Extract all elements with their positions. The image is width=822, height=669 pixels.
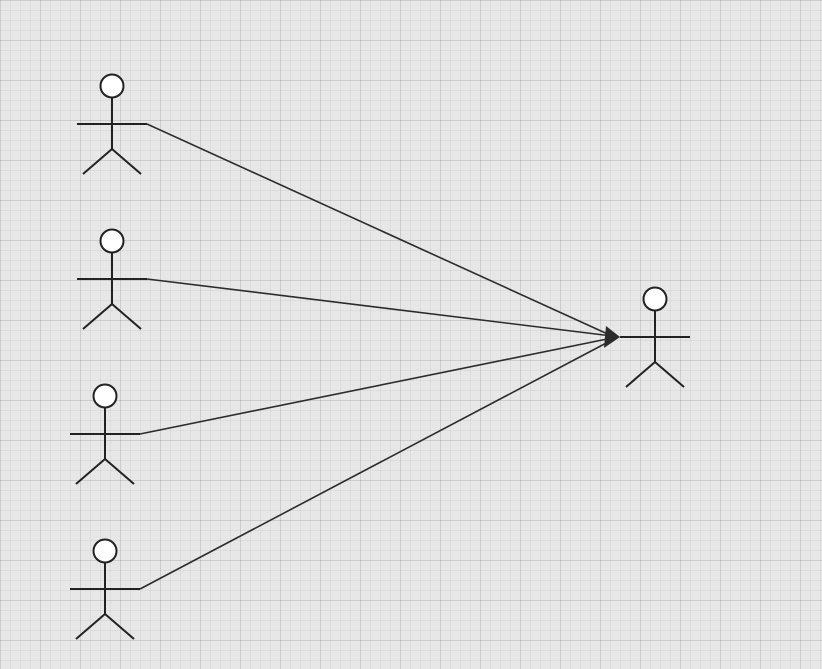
edge-actor-2-to-target[interactable] <box>146 278 613 337</box>
edge-actor-3-to-target[interactable] <box>139 337 613 435</box>
actor-left-leg <box>82 148 113 175</box>
actor-left-leg <box>75 458 106 485</box>
actor-right-leg <box>111 303 142 330</box>
edge-actor-4-to-target[interactable] <box>139 339 613 590</box>
actor-head <box>99 73 125 99</box>
actor-left-leg <box>625 361 656 388</box>
actor-right-leg <box>104 458 135 485</box>
edge-actor-1-to-target[interactable] <box>146 123 613 337</box>
actor-head <box>92 538 118 564</box>
actor-head <box>99 228 125 254</box>
actor-left-leg <box>75 613 106 640</box>
arrowhead-icon <box>604 326 620 348</box>
connectors <box>139 123 620 590</box>
actor-1[interactable] <box>77 73 147 175</box>
actor-head <box>642 286 668 312</box>
actor-target[interactable] <box>620 286 690 388</box>
actor-right-leg <box>104 613 135 640</box>
actor-2[interactable] <box>77 228 147 330</box>
actor-left-leg <box>82 303 113 330</box>
actor-head <box>92 383 118 409</box>
actor-3[interactable] <box>70 383 140 485</box>
actor-right-leg <box>654 361 685 388</box>
actor-4[interactable] <box>70 538 140 640</box>
actor-right-leg <box>111 148 142 175</box>
